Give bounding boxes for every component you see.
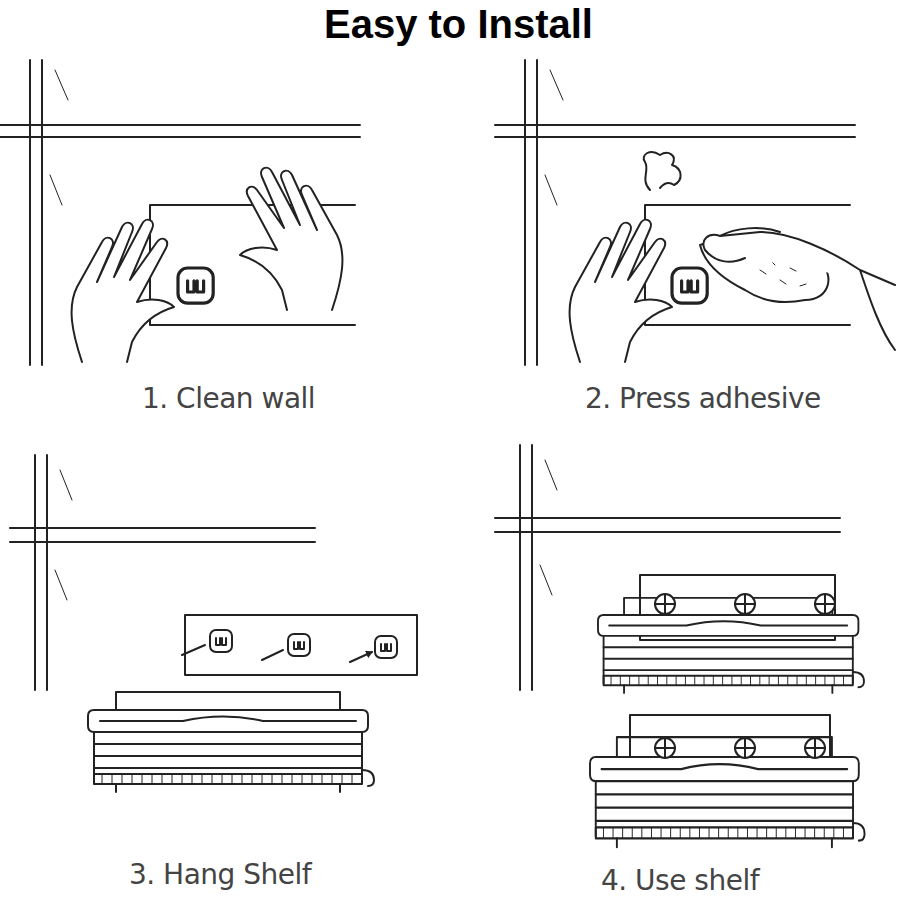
glass-glint xyxy=(540,460,557,595)
screw xyxy=(655,594,675,614)
direction-arrows xyxy=(182,645,372,662)
step-label: 3. Hang Shelf xyxy=(129,858,311,891)
step-label: 2. Press adhesive xyxy=(585,382,821,415)
shelf xyxy=(88,692,374,792)
right-hand xyxy=(703,228,895,350)
left-hand xyxy=(570,220,672,362)
step-label: 4. Use shelf xyxy=(601,864,759,897)
hook xyxy=(672,268,707,303)
left-hand xyxy=(72,220,174,362)
window-frame xyxy=(10,455,315,690)
glass-glint xyxy=(50,70,68,205)
step-label: 1. Clean wall xyxy=(142,382,315,415)
hook xyxy=(210,630,232,652)
glass-glint xyxy=(545,70,563,205)
hook xyxy=(375,636,397,658)
screw xyxy=(735,738,755,758)
window-frame xyxy=(495,445,840,690)
window-frame xyxy=(495,60,855,365)
screw xyxy=(735,594,755,614)
right-hand xyxy=(240,168,342,310)
panel-press-adhesive xyxy=(495,60,895,365)
shelf xyxy=(590,737,865,847)
panel-hang-shelf xyxy=(10,455,417,792)
steam-puff xyxy=(644,152,681,190)
screw xyxy=(815,594,835,614)
hook xyxy=(178,268,213,303)
screw xyxy=(805,738,825,758)
window-frame xyxy=(0,60,360,365)
hook xyxy=(288,634,310,656)
glass-glint xyxy=(55,470,72,600)
panel-clean-wall xyxy=(0,60,360,365)
screw xyxy=(655,738,675,758)
diagram-title: Easy to Install xyxy=(324,2,593,47)
adhesive-strip xyxy=(185,615,417,675)
panel-use-shelf xyxy=(495,445,865,847)
